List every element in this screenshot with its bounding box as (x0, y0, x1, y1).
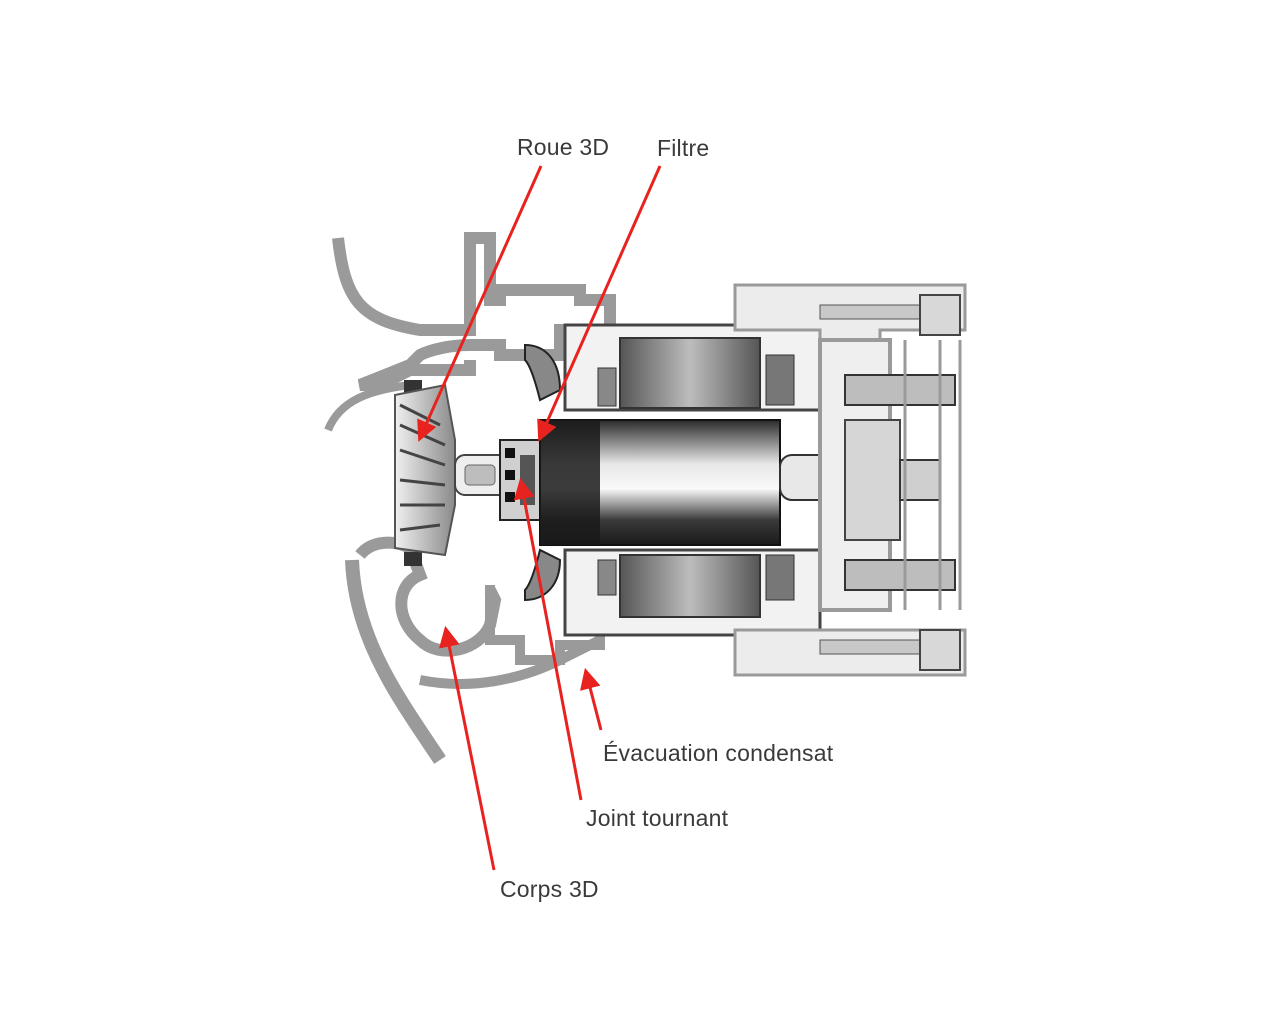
callout-arrows (417, 165, 662, 871)
motor-stator (563, 323, 822, 637)
label-joint-tournant: Joint tournant (586, 805, 729, 831)
rear-housing (733, 283, 967, 677)
label-roue-3d: Roue 3D (517, 134, 610, 160)
arrow-filtre (537, 165, 662, 442)
label-filtre: Filtre (657, 135, 710, 161)
arrow-joint-tournant (513, 477, 583, 801)
motor-rotor (539, 419, 831, 546)
arrow-evacuation-condensat (580, 667, 603, 731)
impeller-3d (394, 383, 511, 557)
arrow-corps-3d (438, 625, 496, 871)
volute-housing (324, 232, 720, 764)
arrow-roue-3d (417, 165, 543, 442)
label-corps-3d: Corps 3D (500, 876, 599, 902)
label-evacuation-condensat: Évacuation condensat (603, 740, 834, 766)
